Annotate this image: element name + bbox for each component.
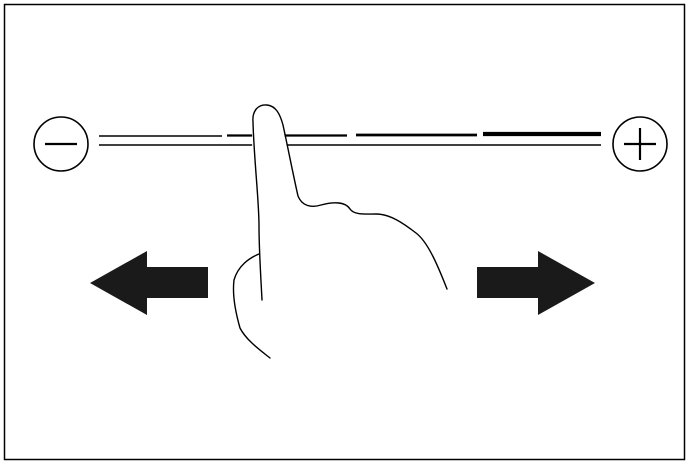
arrow-left-icon [90, 251, 208, 315]
slider-level-segments[interactable] [99, 131, 601, 137]
minus-icon[interactable] [33, 116, 89, 172]
arrow-right-icon [477, 251, 595, 315]
frame-border [3, 3, 686, 461]
finger-icon [232, 104, 448, 359]
plus-icon[interactable] [612, 116, 668, 172]
